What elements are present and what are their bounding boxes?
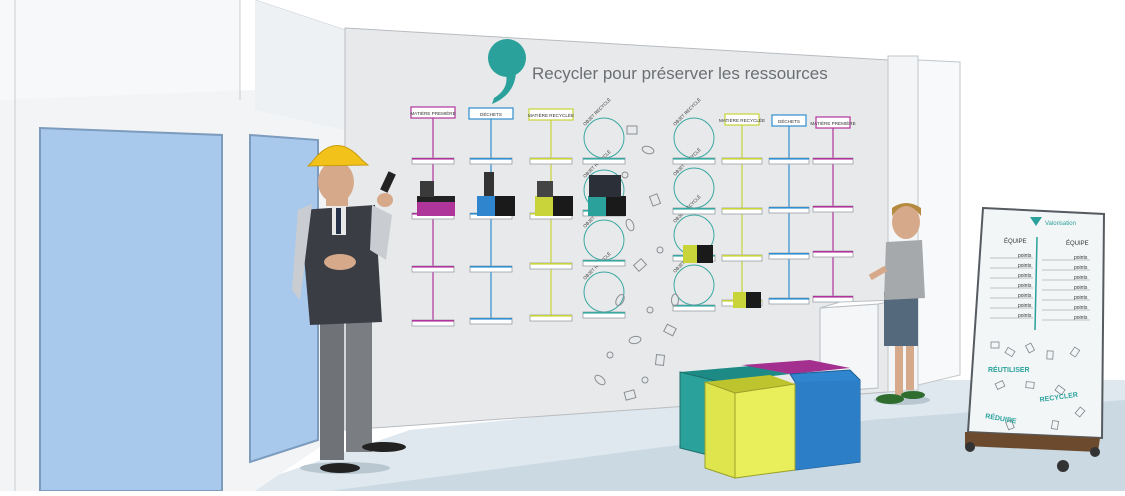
points-label: points	[1074, 295, 1088, 301]
shelf	[469, 265, 513, 273]
shelf	[411, 319, 455, 327]
points-label: points	[1018, 293, 1032, 299]
shelf	[812, 295, 854, 303]
boy	[868, 203, 930, 405]
word-reuse: RÉUTILISER	[988, 365, 1030, 374]
column-header-label: DÉCHETS	[480, 111, 502, 117]
product-boxes	[417, 172, 761, 308]
sorting-bins	[679, 360, 861, 479]
shelf	[529, 262, 573, 270]
scattered-item-sketches	[594, 125, 680, 401]
shelf	[721, 207, 763, 215]
man-with-helmet	[292, 145, 406, 474]
shelf	[529, 314, 573, 322]
shelf	[721, 157, 763, 165]
upper-corner-wall	[255, 0, 345, 130]
shelf	[469, 317, 513, 325]
column-header-label: MATIÈRE RECYCLÉE	[719, 117, 765, 123]
shelf	[582, 157, 626, 165]
shelf	[812, 250, 854, 258]
column-header-label: DÉCHETS	[778, 118, 800, 124]
shelf	[768, 252, 810, 260]
shelf	[812, 157, 854, 165]
team-a-label: ÉQUIPE	[1004, 238, 1027, 245]
points-label: points	[1018, 283, 1032, 289]
shelf	[812, 205, 854, 213]
shelf	[721, 254, 763, 262]
shelf	[582, 311, 626, 319]
shelf	[582, 259, 626, 267]
ceiling-wall-left	[0, 0, 240, 100]
shelf	[672, 157, 716, 165]
points-label: points	[1074, 255, 1088, 261]
points-label: points	[1074, 285, 1088, 291]
wall-title: Recycler pour préserver les ressources	[532, 64, 828, 83]
points-label: points	[1018, 263, 1032, 269]
team-b-label: ÉQUIPE	[1066, 240, 1089, 247]
shelf	[672, 207, 716, 215]
shelf	[768, 206, 810, 214]
points-label: points	[1018, 253, 1032, 259]
points-label: points	[1018, 313, 1032, 319]
right-wall	[917, 59, 961, 386]
shelf	[672, 304, 716, 312]
shelf	[411, 265, 455, 273]
board-logo-text: Valorisation	[1045, 221, 1076, 227]
shelf	[768, 157, 810, 165]
points-label: points	[1074, 265, 1088, 271]
shelf	[469, 157, 513, 165]
column-header-label: MATIÈRE PREMIÈRE	[810, 120, 855, 126]
comma-logo-icon	[488, 39, 526, 104]
shelf	[529, 157, 573, 165]
column-header-label: MATIÈRE RECYCLÉE	[528, 112, 574, 118]
column-header-label: MATIÈRE PREMIÈRE	[410, 110, 455, 116]
points-label: points	[1074, 275, 1088, 281]
points-label: points	[1018, 303, 1032, 309]
points-label: points	[1074, 305, 1088, 311]
door-left	[39, 126, 223, 492]
shelf	[411, 157, 455, 165]
shelf	[768, 297, 810, 305]
points-label: points	[1018, 273, 1032, 279]
points-label: points	[1074, 315, 1088, 321]
score-board: Valorisation ÉQUIPE ÉQUIPE points points p…	[965, 206, 1106, 472]
board-logo-icon	[1030, 217, 1042, 226]
